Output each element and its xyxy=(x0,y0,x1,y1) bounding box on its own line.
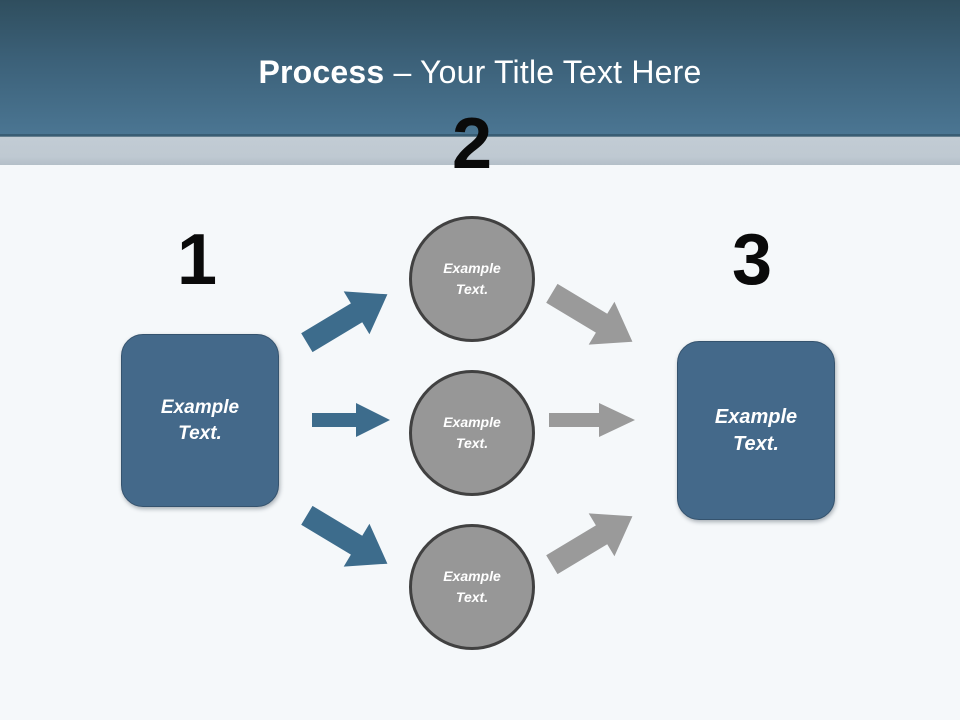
page-title-strong: Process xyxy=(258,54,385,90)
process-start-box-line1: Example xyxy=(160,396,240,418)
process-middle-circle-3[interactable]: Example Text. xyxy=(409,524,535,650)
process-middle-circle-1[interactable]: Example Text. xyxy=(409,216,535,342)
process-end-box-label: Example Text. xyxy=(715,404,797,458)
header-divider-rule xyxy=(0,134,960,137)
step-number-3: 3 xyxy=(731,220,773,300)
process-middle-circle-2-line2: Text. xyxy=(455,435,489,451)
arrow-right-gray-icon xyxy=(549,402,637,438)
process-start-box[interactable]: Example Text. xyxy=(121,334,279,507)
arrow-down-right-blue-icon xyxy=(300,505,396,575)
process-middle-circle-2[interactable]: Example Text. xyxy=(409,370,535,496)
step-number-1: 1 xyxy=(176,220,218,300)
process-middle-circle-2-line1: Example xyxy=(443,414,501,430)
process-middle-circle-3-label: Example Text. xyxy=(443,566,501,608)
process-start-box-line2: Text. xyxy=(178,422,222,444)
process-middle-circle-2-label: Example Text. xyxy=(443,412,501,454)
arrow-down-right-gray-icon xyxy=(545,283,641,353)
process-end-box-line1: Example xyxy=(714,405,798,428)
process-middle-circle-1-line2: Text. xyxy=(455,281,489,297)
page-title-rest: – Your Title Text Here xyxy=(384,54,702,90)
arrow-up-right-blue-icon xyxy=(300,283,396,353)
header-accent-band xyxy=(0,137,960,165)
process-middle-circle-1-line1: Example xyxy=(443,260,501,276)
step-number-2: 2 xyxy=(451,104,493,184)
process-end-box-line2: Text. xyxy=(733,432,779,455)
process-middle-circle-3-line1: Example xyxy=(443,568,501,584)
page-title: Process – Your Title Text Here xyxy=(0,52,960,92)
arrow-up-right-gray-icon xyxy=(545,505,641,575)
process-end-box[interactable]: Example Text. xyxy=(677,341,835,520)
process-start-box-label: Example Text. xyxy=(161,395,239,446)
arrow-right-blue-icon xyxy=(312,402,392,438)
process-middle-circle-3-line2: Text. xyxy=(455,589,489,605)
slide-header-band xyxy=(0,0,960,136)
process-middle-circle-1-label: Example Text. xyxy=(443,258,501,300)
